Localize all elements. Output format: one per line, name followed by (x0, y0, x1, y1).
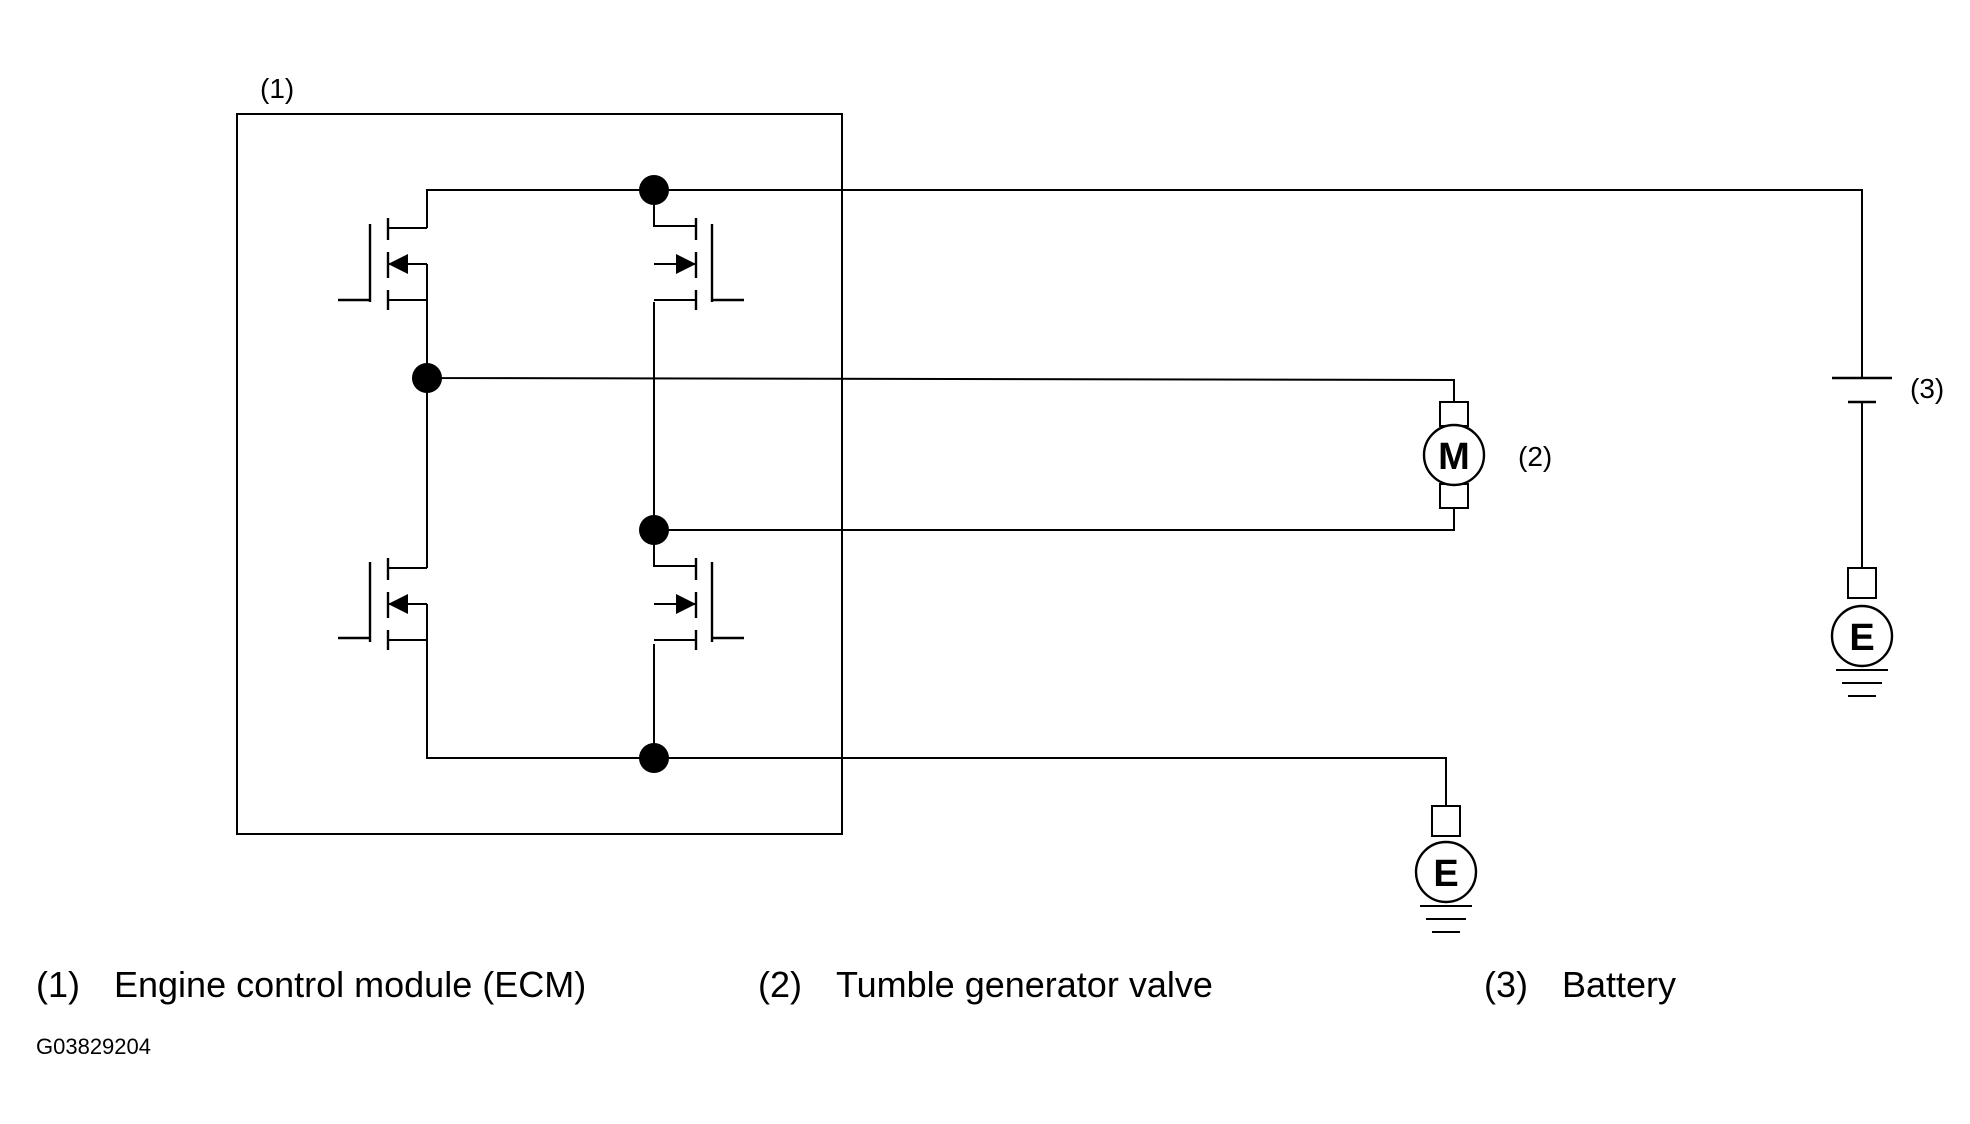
svg-text:M: M (1438, 436, 1470, 478)
legend-text: Battery (1562, 964, 1677, 1005)
battery-symbol (1832, 376, 1892, 404)
legend-number: (2) (758, 964, 802, 1005)
legend-item-ecm: (1) Engine control module (ECM) (36, 964, 586, 1006)
legend-number: (1) (36, 964, 80, 1005)
legend-number: (3) (1484, 964, 1528, 1005)
junction-dot (639, 743, 669, 773)
legend-item-battery: (3) Battery (1484, 964, 1676, 1006)
mosfet-top-right (654, 218, 744, 310)
mosfet-top-left (338, 218, 428, 312)
ecm-callout: (1) (260, 73, 294, 104)
ground-icon: E (1414, 805, 1478, 933)
ground-icon: E (1830, 567, 1894, 697)
mosfet-bottom-left (338, 558, 428, 650)
valve-callout: (2) (1518, 441, 1552, 472)
svg-text:E: E (1849, 617, 1874, 659)
legend-item-valve: (2) Tumble generator valve (758, 964, 1213, 1006)
battery-callout: (3) (1910, 373, 1944, 404)
figure-code: G03829204 (36, 1034, 151, 1059)
mosfet-bottom-right (654, 558, 744, 650)
legend-text: Tumble generator valve (836, 964, 1213, 1005)
svg-text:E: E (1433, 853, 1458, 895)
motor-symbol: M (1422, 401, 1486, 509)
wiring (426, 189, 1863, 806)
legend-text: Engine control module (ECM) (114, 964, 587, 1005)
junction-dot (412, 363, 442, 393)
junction-dot (639, 515, 669, 545)
ecm-box (236, 113, 843, 835)
junction-dot (639, 175, 669, 205)
